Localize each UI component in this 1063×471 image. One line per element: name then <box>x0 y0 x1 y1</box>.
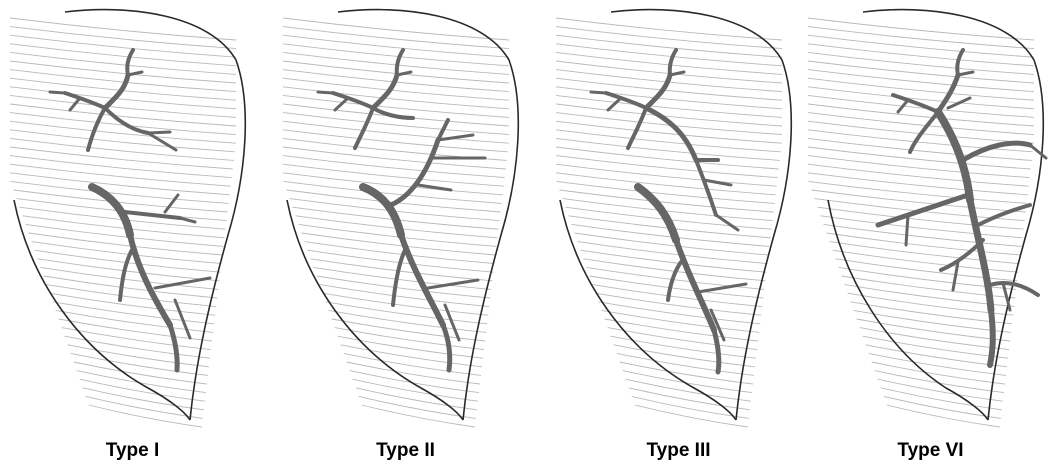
lower-vessel-trunk <box>363 120 485 370</box>
type-label: Type II <box>273 440 538 462</box>
muscle-illustration-type-2 <box>273 0 538 430</box>
type-label: Type III <box>546 440 811 462</box>
panel-type-6: Type VI <box>798 0 1063 471</box>
muscle-illustration-type-3 <box>546 0 811 430</box>
panel-type-2: Type II <box>273 0 538 471</box>
type-label: Type I <box>0 440 265 462</box>
upper-vessel-branch <box>50 50 176 150</box>
upper-vessel-branch <box>893 50 973 152</box>
panel-type-3: Type III <box>546 0 811 471</box>
muscle-illustration-type-1 <box>0 0 265 430</box>
muscle-fibers <box>808 18 1034 427</box>
upper-vessel-branch <box>318 50 413 148</box>
upper-vessel-branch <box>591 50 738 230</box>
panel-type-1: Type I <box>0 0 265 471</box>
type-label: Type VI <box>798 440 1063 462</box>
muscle-illustration-type-6 <box>798 0 1063 430</box>
